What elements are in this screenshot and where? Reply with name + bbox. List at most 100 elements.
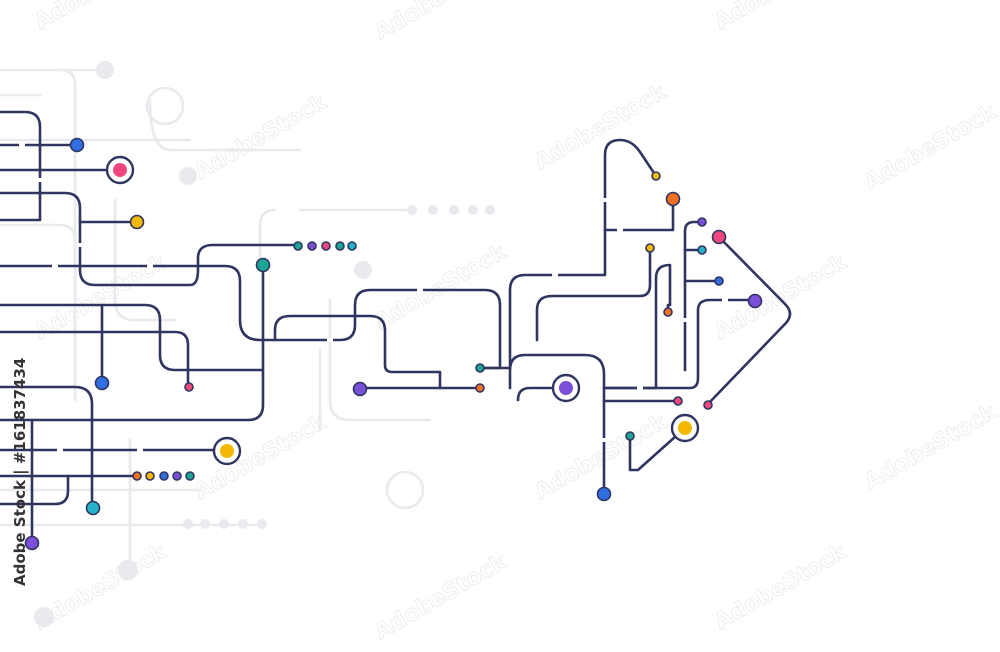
trace-gap <box>637 386 643 390</box>
node-blue-small <box>714 276 724 286</box>
circuit-trace <box>0 191 134 224</box>
node-cyan-small <box>697 245 707 255</box>
trace-gap <box>57 448 63 452</box>
node-purple <box>24 535 40 551</box>
ring-node-purple <box>559 381 573 395</box>
watermark-text: AdobeStock <box>531 79 673 175</box>
circuit-trace <box>0 330 190 388</box>
node-teal-small <box>335 241 345 251</box>
trace-gap <box>682 318 688 322</box>
circuit-trace <box>0 264 265 372</box>
stock-id-label: Adobe Stock | #161837434 <box>11 357 29 586</box>
node-yellow-small <box>651 171 661 181</box>
background-dot <box>238 519 248 529</box>
background-dot <box>485 205 495 215</box>
circuit-trace <box>535 246 652 342</box>
circuit-trace <box>683 220 704 372</box>
watermark-text: AdobeStock <box>371 0 513 45</box>
node-teal-small <box>475 363 485 373</box>
trace-gap <box>417 288 423 292</box>
background-dot <box>354 261 372 279</box>
ring-node-yellow <box>220 444 234 458</box>
node-cyan-small <box>347 241 357 251</box>
trace-gap <box>602 298 608 302</box>
trace-gap <box>327 338 333 342</box>
node-yellow-small <box>645 243 655 253</box>
background-ring <box>385 470 425 510</box>
node-orange <box>665 191 681 207</box>
node-teal-small <box>625 431 635 441</box>
background-dot <box>468 205 478 215</box>
background-trace <box>328 298 432 422</box>
node-purple-small <box>307 241 317 251</box>
watermark-text: AdobeStock <box>711 539 853 635</box>
ring-node-yellow <box>678 421 692 435</box>
trace-gap <box>722 298 728 302</box>
trace-gap <box>37 178 43 182</box>
background-dot <box>118 560 138 580</box>
trace-gap <box>52 264 58 268</box>
node-teal-small <box>293 241 303 251</box>
circuit-trace <box>628 426 687 472</box>
background-trace <box>258 208 277 272</box>
node-pink-small <box>703 400 713 410</box>
background-dot <box>257 519 267 529</box>
background-dot <box>179 167 197 185</box>
trace-gap <box>602 198 608 202</box>
node-blue <box>94 375 110 391</box>
watermark-text: AdobeStock <box>191 89 333 185</box>
trace-gap <box>601 438 607 442</box>
node-yellow <box>129 214 145 230</box>
node-purple-small <box>172 471 182 481</box>
background-trace <box>0 223 77 402</box>
node-layer <box>24 137 763 551</box>
watermark-text: AdobeStock <box>861 99 1000 195</box>
node-pink-small <box>184 382 194 392</box>
node-blue <box>69 137 85 153</box>
background-dot <box>407 205 417 215</box>
watermark-text: AdobeStock <box>711 249 853 345</box>
background-dot <box>183 519 193 529</box>
node-pink-small <box>673 396 683 406</box>
node-blue <box>596 486 612 502</box>
watermark-text: AdobeStock <box>31 0 173 35</box>
node-orange-small <box>132 471 142 481</box>
circuit-trace <box>516 386 567 402</box>
node-pink-small <box>321 241 331 251</box>
trace-gap <box>19 143 25 147</box>
background-trace <box>148 98 302 152</box>
node-orange-small <box>475 383 485 393</box>
watermark-text: AdobeStock <box>191 409 333 505</box>
trace-layer <box>0 110 792 545</box>
circuit-trace <box>78 220 300 287</box>
background-ring <box>145 86 185 126</box>
trace-gap <box>207 303 213 307</box>
circuit-trace <box>0 264 502 370</box>
background-dot <box>449 205 459 215</box>
background-dot <box>34 607 54 627</box>
circuit-trace <box>604 298 756 390</box>
node-teal-small <box>185 471 195 481</box>
background-dot <box>219 519 229 529</box>
node-orange-small <box>663 307 673 317</box>
circuit-trace <box>0 474 70 506</box>
circuit-trace <box>602 263 672 390</box>
trace-gap <box>137 448 143 452</box>
trace-gap <box>147 264 153 268</box>
trace-gap <box>77 243 83 247</box>
watermark-text: AdobeStock <box>711 0 853 35</box>
circuit-trace <box>0 385 94 510</box>
circuit-trace <box>478 138 658 370</box>
background-dot <box>200 519 210 529</box>
node-purple <box>747 293 763 309</box>
circuit-trace <box>0 368 265 422</box>
node-teal <box>255 257 271 273</box>
node-yellow-small <box>145 471 155 481</box>
background-dot <box>96 61 114 79</box>
circuit-trace <box>0 110 42 222</box>
watermark-text: AdobeStock <box>371 239 513 335</box>
node-purple <box>352 381 368 397</box>
